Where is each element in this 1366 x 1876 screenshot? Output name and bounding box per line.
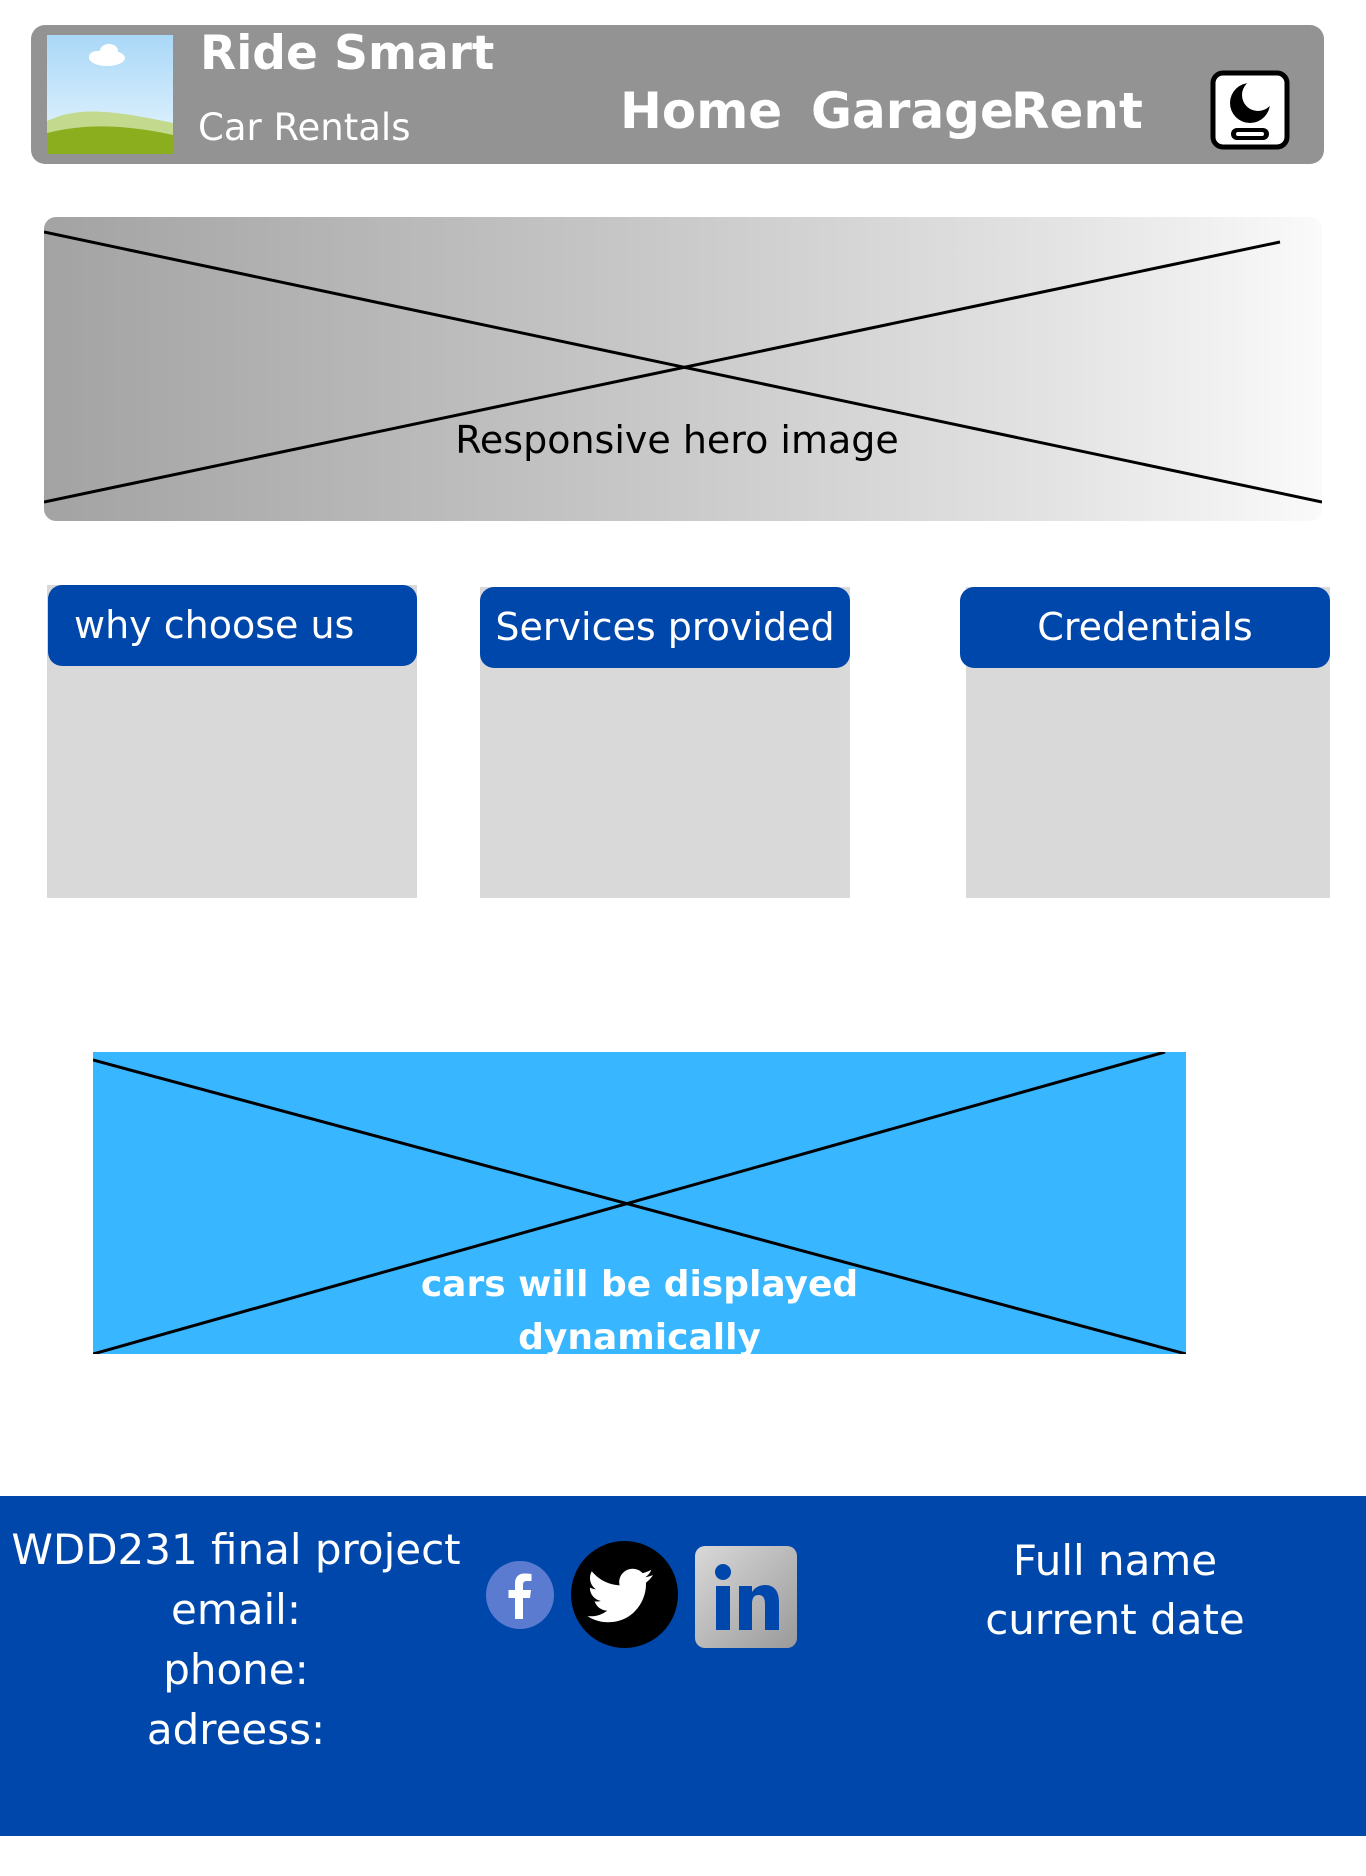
cars-caption: cars will be displayed dynamically [93,1258,1186,1364]
credentials-heading[interactable]: Credentials [960,587,1330,668]
footer-phone: phone: [163,1645,309,1694]
cars-caption-line2: dynamically [518,1317,761,1358]
hero-caption: Responsive hero image [455,418,899,462]
logo-image-icon[interactable] [47,35,173,154]
brand-title: Ride Smart [200,26,495,81]
why-choose-us-heading[interactable]: why choose us [48,585,417,666]
moon-icon [1210,70,1290,150]
footer-project-name: WDD231 final project [11,1525,461,1574]
nav-rent-link[interactable]: Rent [1011,82,1143,140]
linkedin-icon[interactable] [695,1546,797,1648]
twitter-icon[interactable] [571,1541,678,1648]
site-header [31,25,1324,164]
nav-home-link[interactable]: Home [620,82,783,140]
footer-current-date: current date [985,1595,1245,1644]
nav-garage-link[interactable]: Garage [811,82,1014,140]
footer-author-info: Full name current date [965,1531,1265,1649]
dark-mode-toggle-button[interactable] [1210,70,1290,150]
footer-email: email: [171,1585,301,1634]
cars-caption-line1: cars will be displayed [420,1264,859,1305]
cars-placeholder-cross [93,1052,1186,1354]
hero-placeholder-cross [44,230,1322,504]
brand-subtitle: Car Rentals [198,106,411,149]
footer-contact-info: WDD231 final project email: phone: adree… [0,1520,472,1760]
footer-address: adreess: [146,1705,326,1754]
footer-full-name: Full name [1012,1536,1218,1585]
services-heading[interactable]: Services provided [480,587,850,668]
facebook-icon[interactable] [486,1561,554,1629]
site-footer [0,1496,1366,1836]
